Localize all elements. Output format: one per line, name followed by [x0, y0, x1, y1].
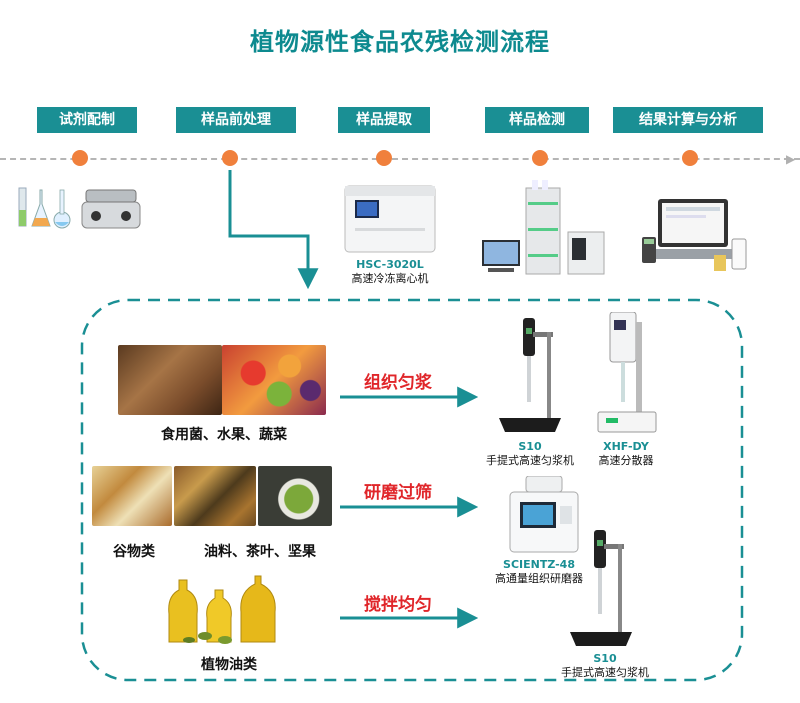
page-title: 植物源性食品农残检测流程 — [250, 28, 550, 56]
reagent-equipment-image — [18, 187, 141, 229]
s10-name-2: 手提式高速匀浆机 — [561, 666, 649, 679]
scientz-grinder-image — [509, 476, 579, 553]
step-pretreatment: 样品前处理 — [176, 107, 296, 133]
process-grind-sieve: 研磨过筛 — [364, 483, 432, 503]
centrifuge-image — [344, 185, 436, 253]
process-homogenize: 组织匀浆 — [364, 373, 432, 393]
centrifuge-model: HSC-3020L — [356, 258, 424, 271]
timeline-arrow-icon: ▶ — [786, 152, 796, 166]
step-extraction: 样品提取 — [338, 107, 430, 133]
s10-name-1: 手提式高速匀浆机 — [486, 454, 574, 467]
flow-arrow-down — [228, 170, 319, 290]
timeline-dot-1 — [72, 150, 88, 166]
s10-homogenizer-image-2 — [570, 530, 632, 646]
xhf-caption: XHF-DY 高速分散器 — [576, 440, 676, 468]
food-label-oil-tea-nut: 油料、茶叶、坚果 — [204, 544, 316, 560]
s10-model-1: S10 — [518, 440, 542, 453]
s10-caption-2: S10 手提式高速匀浆机 — [550, 652, 660, 680]
step-detection: 样品检测 — [485, 107, 589, 133]
xhf-name: 高速分散器 — [598, 454, 654, 467]
timeline-dot-2 — [222, 150, 238, 166]
vegetable-oil-image — [168, 575, 276, 644]
mushroom-image — [118, 345, 222, 415]
detection-instrument-image — [482, 180, 605, 275]
s10-homogenizer-image-1 — [499, 318, 561, 432]
xhf-model: XHF-DY — [603, 440, 649, 453]
fruit-vegetable-image — [222, 345, 326, 415]
timeline-dot-5 — [682, 150, 698, 166]
food-label-grain: 谷物类 — [113, 544, 155, 560]
process-stir: 搅拌均匀 — [364, 595, 432, 615]
centrifuge-name: 高速冷冻离心机 — [351, 272, 429, 285]
analysis-laptop-image — [642, 199, 747, 271]
food-label-vegetable-oil: 植物油类 — [201, 657, 257, 673]
food-label-mushroom-fruit-veg: 食用菌、水果、蔬菜 — [161, 427, 287, 443]
pretreatment-dashed-box — [80, 298, 744, 682]
timeline-dot-3 — [376, 150, 392, 166]
timeline-line — [0, 158, 800, 160]
tea-image — [258, 466, 332, 526]
s10-caption-1: S10 手提式高速匀浆机 — [475, 440, 585, 468]
scientz-name: 高通量组织研磨器 — [495, 572, 583, 585]
scientz-caption: SCIENTZ-48 高通量组织研磨器 — [474, 558, 604, 586]
centrifuge-caption: HSC-3020L 高速冷冻离心机 — [330, 258, 450, 286]
s10-model-2: S10 — [593, 652, 617, 665]
step-reagent: 试剂配制 — [37, 107, 137, 133]
oilseed-image — [174, 466, 256, 526]
scientz-model: SCIENTZ-48 — [503, 558, 575, 571]
step-analysis: 结果计算与分析 — [613, 107, 763, 133]
timeline-dot-4 — [532, 150, 548, 166]
xhf-disperser-image — [597, 312, 657, 433]
grain-image — [92, 466, 172, 526]
